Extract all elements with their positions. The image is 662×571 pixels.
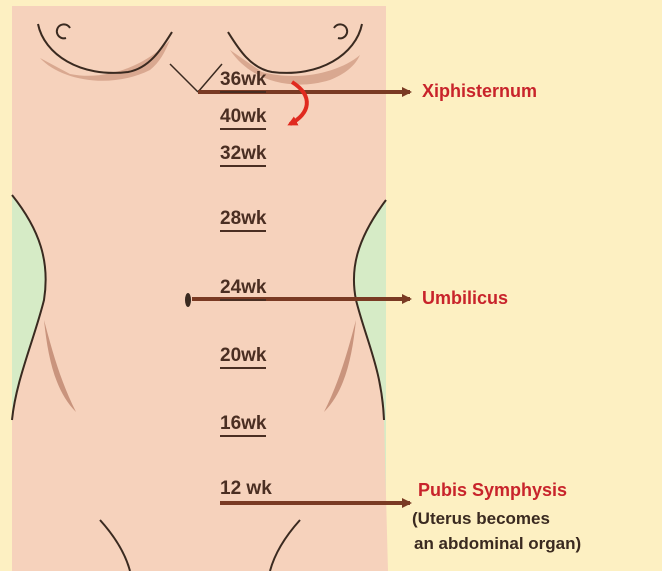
week-label-24: 24wk	[220, 278, 266, 301]
pubis-note-line-1: (Uterus becomes	[412, 506, 550, 531]
pubis-symphysis-label: Pubis Symphysis	[418, 480, 567, 501]
umbilicus-label: Umbilicus	[422, 288, 508, 309]
week-label-20: 20wk	[220, 346, 266, 369]
week-label-28: 28wk	[220, 209, 266, 232]
umbilicus-mark	[185, 293, 191, 307]
week-label-36: 36wk	[220, 70, 266, 93]
week-label-12: 12 wk	[220, 479, 272, 500]
week-label-32: 32wk	[220, 144, 266, 167]
week-label-40: 40wk	[220, 107, 266, 130]
pubis-note-line-2: an abdominal organ)	[414, 531, 581, 556]
week-label-16: 16wk	[220, 414, 266, 437]
xiphisternum-label: Xiphisternum	[422, 81, 537, 102]
